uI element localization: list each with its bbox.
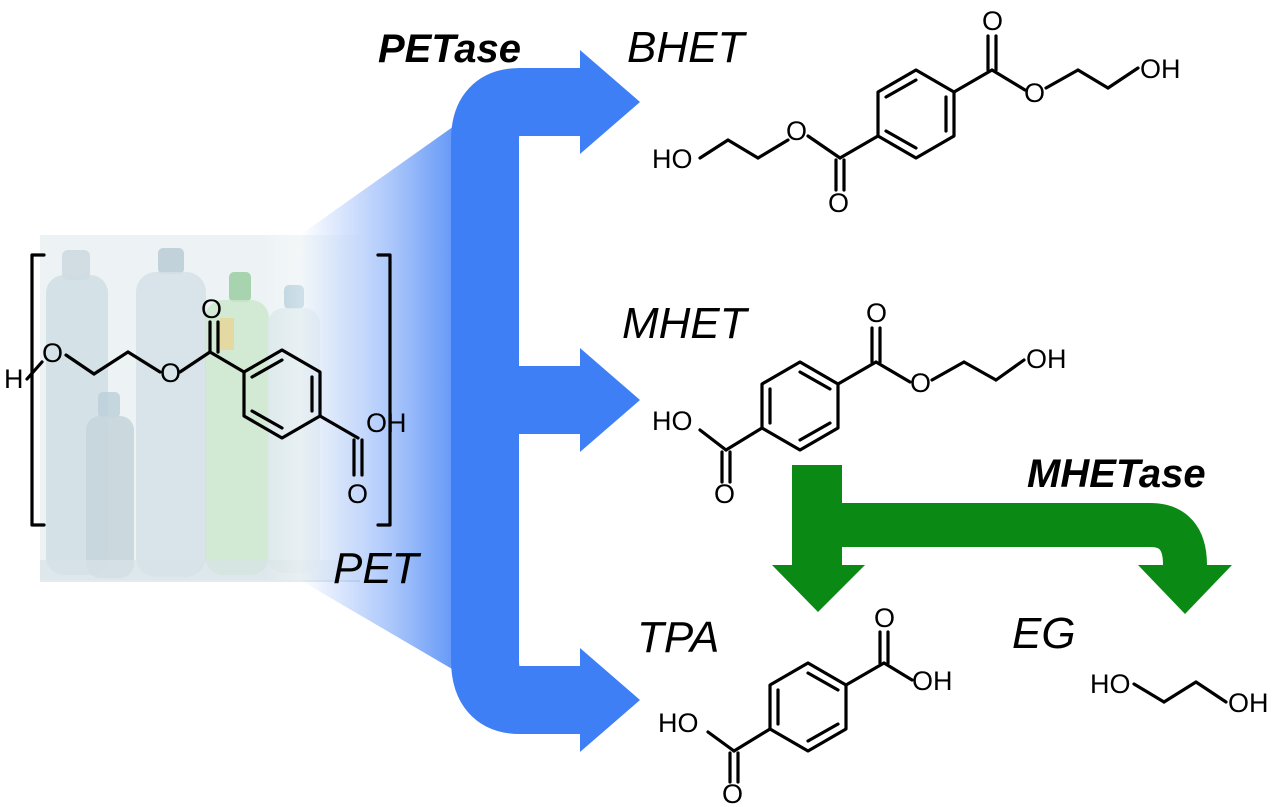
svg-text:OH: OH	[912, 666, 953, 696]
bhet-label: BHET	[627, 23, 747, 72]
svg-text:OH: OH	[366, 408, 407, 438]
eg-structure: HO OH	[1090, 669, 1269, 718]
arrowhead-to-tpa	[580, 648, 640, 752]
tpa-structure: O OH O HO	[658, 603, 953, 807]
svg-text:HO: HO	[1090, 669, 1131, 699]
pet-projection-fade	[300, 102, 488, 690]
petase-arrow	[451, 50, 640, 752]
mhetase-label: MHETase	[1027, 452, 1206, 496]
arrowhead-to-tpa-green	[772, 565, 865, 612]
svg-text:O: O	[722, 779, 743, 807]
svg-text:OH: OH	[1228, 688, 1269, 718]
petase-label: PETase	[378, 27, 521, 71]
pet-structure: H O O O OH O	[4, 253, 407, 527]
svg-text:O: O	[714, 479, 735, 509]
tpa-label: TPA	[637, 613, 719, 662]
mhetase-arrow	[772, 465, 1232, 614]
svg-text:O: O	[201, 294, 222, 324]
eg-label: EG	[1012, 609, 1076, 658]
svg-text:O: O	[1024, 78, 1045, 108]
arrowhead-to-mhet	[580, 348, 640, 452]
svg-text:HO: HO	[652, 406, 693, 436]
mhet-label: MHET	[622, 299, 750, 348]
svg-text:O: O	[828, 188, 849, 218]
svg-text:O: O	[786, 116, 807, 146]
svg-text:O: O	[347, 479, 368, 509]
svg-text:O: O	[874, 603, 895, 633]
arrowhead-to-eg	[1138, 565, 1232, 614]
svg-text:O: O	[910, 368, 931, 398]
pet-label: PET	[333, 544, 422, 593]
svg-text:O: O	[866, 298, 887, 328]
svg-text:HO: HO	[652, 144, 693, 174]
svg-text:HO: HO	[658, 708, 699, 738]
svg-text:OH: OH	[1026, 344, 1067, 374]
svg-text:O: O	[982, 6, 1003, 36]
svg-text:O: O	[160, 358, 181, 388]
mhet-structure: O O OH O HO	[652, 298, 1067, 509]
arrowhead-to-bhet	[580, 50, 640, 154]
svg-text:O: O	[42, 338, 63, 368]
svg-text:OH: OH	[1140, 54, 1181, 84]
svg-text:H: H	[4, 364, 24, 394]
bhet-structure: O O OH O O HO	[652, 6, 1181, 218]
